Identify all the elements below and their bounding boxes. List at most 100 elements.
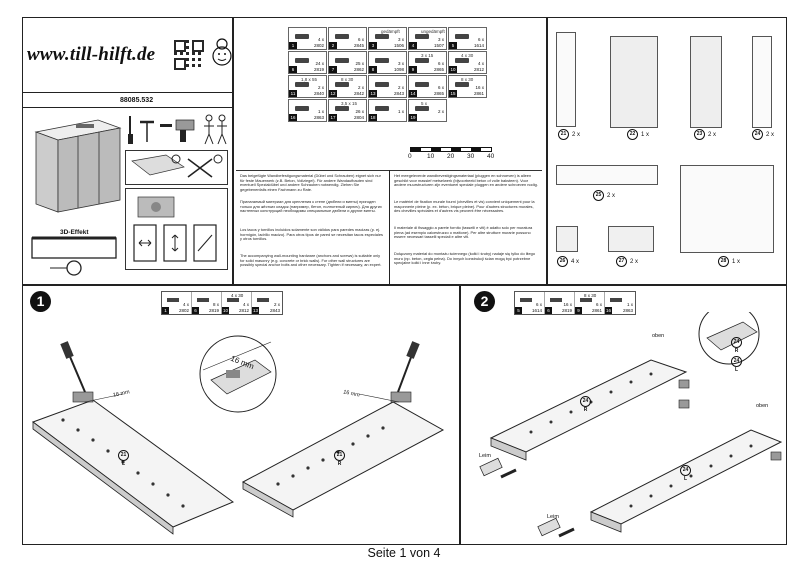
part-number: 14 (409, 90, 417, 97)
part-code: 2802 (313, 43, 324, 48)
part-icon (375, 34, 389, 39)
part-quantity: 3 x (397, 37, 404, 42)
part-quantity: 4 x (317, 37, 324, 42)
text-nl: Het meegeleverde wandbevestigingsmateria… (394, 174, 538, 188)
part-icon (197, 298, 209, 302)
part-icon (580, 298, 592, 302)
step-2-top-label-1: oben (652, 333, 665, 339)
part-quantity: 1 x (317, 109, 324, 114)
part-dimension: 4 x 30 (231, 293, 244, 298)
part-quantity: 6 x (535, 302, 542, 307)
part-dimension: 8 x 30 (584, 293, 597, 298)
part-code: 2812 (238, 308, 249, 313)
text-column-divider (389, 170, 390, 284)
part-quantity: 6 x (437, 61, 444, 66)
part-quantity: 4 x (477, 61, 484, 66)
part-quantity: 4 x (182, 302, 189, 307)
text-en: The accompanying wall-mounting hardware … (240, 254, 382, 268)
divider-vertical-steps (459, 284, 461, 545)
part-code: 2840 (313, 91, 324, 96)
text-ru-1: Прилагаемый материал для крепления к сте… (240, 200, 382, 214)
part-number: 12 (329, 90, 337, 97)
part-number: 11 (289, 90, 297, 97)
part-number: 3 (369, 42, 377, 49)
part-icon (295, 34, 309, 39)
part-quantity: 2 x (437, 109, 444, 114)
panel-28 (680, 165, 774, 253)
cabinet-illustration (34, 119, 122, 213)
scale-ruler: 0 10 20 30 40 (408, 147, 494, 160)
part-icon (295, 82, 309, 87)
part-quantity: 16 x (475, 85, 484, 90)
part-icon (415, 34, 429, 39)
step-1-number: 1 (30, 291, 51, 312)
part-icon (520, 298, 532, 302)
step-2-board-1: 24 R (580, 396, 591, 413)
part-code: 2842 (353, 91, 364, 96)
panel-26 (556, 226, 578, 252)
part-icon (257, 298, 269, 302)
part-icon (375, 58, 389, 63)
part-icon (415, 82, 429, 87)
part-code: 2812 (473, 67, 484, 72)
assembly-surface-hint (125, 150, 228, 185)
part-number: 19 (409, 114, 417, 121)
part-icon (610, 298, 622, 302)
lighting-effect-illustration (31, 236, 117, 276)
part-number: 10 (222, 307, 229, 314)
mascot-face-icon (212, 38, 232, 66)
panel-27 (608, 226, 654, 252)
text-fr: Le matériel de fixation murale fourni (c… (394, 200, 535, 214)
text-pl: Dołączony materiał do montażu ściennego … (394, 252, 535, 266)
hinge-adjustment-hint (125, 188, 228, 270)
panel-25 (556, 165, 658, 185)
part-code: 2845 (353, 43, 364, 48)
step-1-illustration (31, 335, 445, 535)
part-quantity: 1 x (397, 109, 404, 114)
part-icon (550, 298, 562, 302)
part-number: 6 (192, 307, 199, 314)
part-number: 7 (329, 66, 337, 73)
part-number: 1 (162, 307, 169, 314)
part-dimension: ungedämpft (421, 29, 445, 34)
ruler-tick-0: 0 (408, 153, 412, 160)
step-2-top-label-2: oben (756, 403, 769, 409)
part-number: 16 (289, 114, 297, 121)
part-code: 1098 (393, 67, 404, 72)
step-1-board-left: 21 L (118, 450, 129, 467)
part-icon (455, 34, 469, 39)
part-number: 13 (252, 307, 259, 314)
ruler-tick-20: 20 (447, 153, 455, 160)
part-dimension: gedämpft (381, 29, 400, 34)
step-2-glue-label-2: Leim (547, 514, 559, 520)
part-dimension: 3 x 15 (421, 53, 434, 58)
part-quantity: 2 x (273, 302, 280, 307)
part-code: 2819 (313, 67, 324, 72)
part-icon (455, 58, 469, 63)
part-icon (375, 82, 389, 87)
part-code: 2863 (622, 308, 633, 313)
ruler-tick-30: 30 (467, 153, 475, 160)
part-dimension: 4 x 30 (461, 53, 474, 58)
